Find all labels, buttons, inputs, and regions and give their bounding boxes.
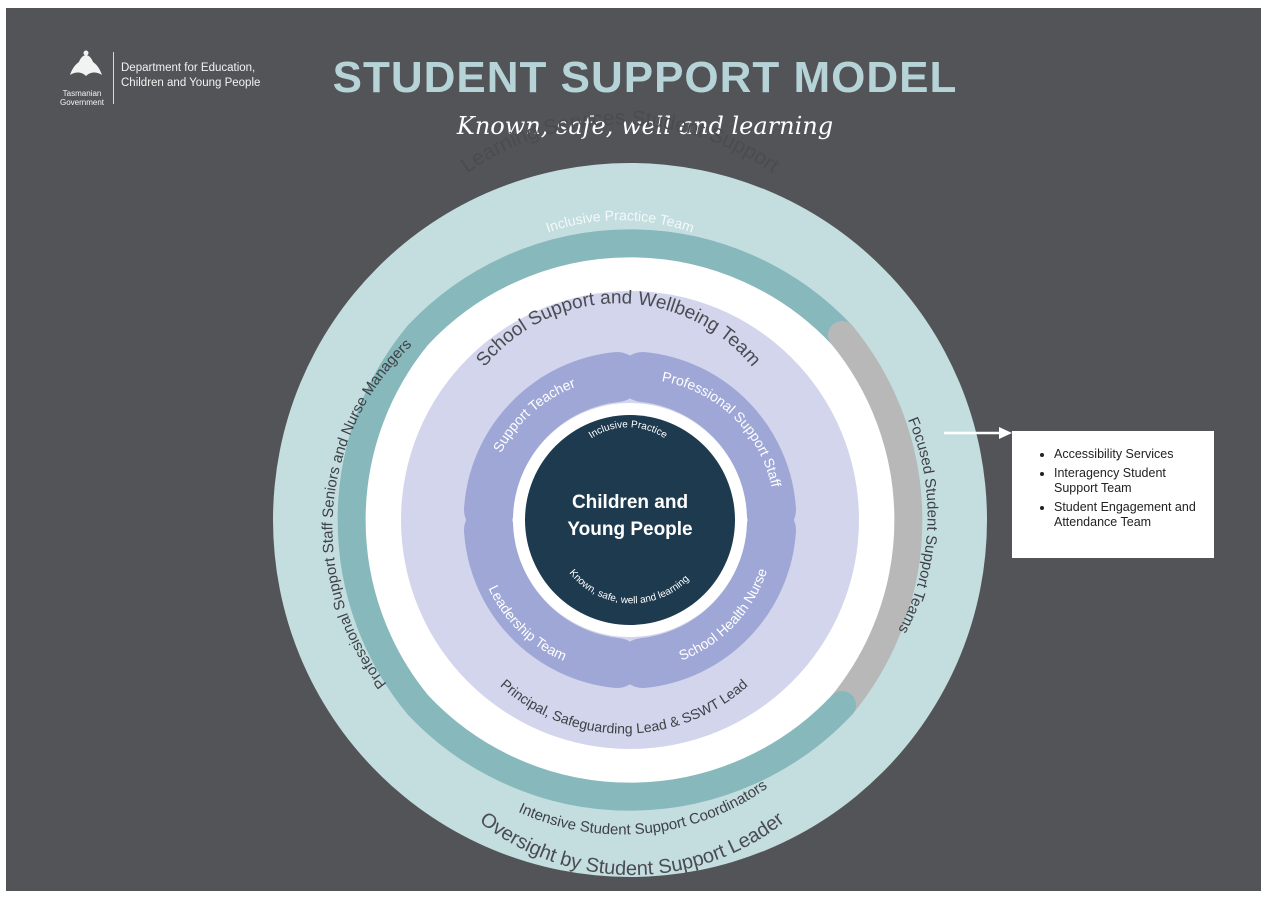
logo-caption-line-1: Tasmanian [62, 89, 102, 98]
center-circle [525, 415, 735, 625]
department-line-2: Children and Young People [121, 77, 261, 89]
quadrant-professional-support-staff [618, 352, 796, 535]
band-bottom-teal [404, 691, 856, 811]
logo-divider [113, 52, 114, 104]
callout-list: Accessibility Services Interagency Stude… [1034, 447, 1208, 531]
logo-caption-line-2: Government [59, 98, 105, 107]
band-top-teal [404, 229, 856, 349]
callout-item: Interagency Student Support Team [1054, 466, 1208, 497]
callout-item: Accessibility Services [1054, 447, 1208, 463]
band-left-teal [337, 321, 432, 719]
quadrant-support-teacher [464, 352, 642, 535]
callout-item: Student Engagement and Attendance Team [1054, 500, 1208, 531]
page-title: STUDENT SUPPORT MODEL [332, 53, 958, 102]
center-title-line-2: Young People [567, 519, 692, 540]
logo-caption: Tasmanian Government [52, 89, 112, 107]
tasmanian-government-logo [70, 50, 102, 76]
quadrant-leadership-team [464, 505, 642, 688]
department-name: Department for Education, Children and Y… [121, 61, 311, 91]
focused-support-callout: Accessibility Services Interagency Stude… [1012, 431, 1214, 558]
page-subtitle: Known, safe, well and learning [456, 112, 834, 140]
center-title-line-1: Children and [572, 492, 688, 513]
callout-arrow [944, 427, 1012, 439]
band-right-grey [828, 321, 923, 719]
quadrant-school-health-nurse [618, 505, 796, 688]
department-line-1: Department for Education, [121, 62, 256, 74]
